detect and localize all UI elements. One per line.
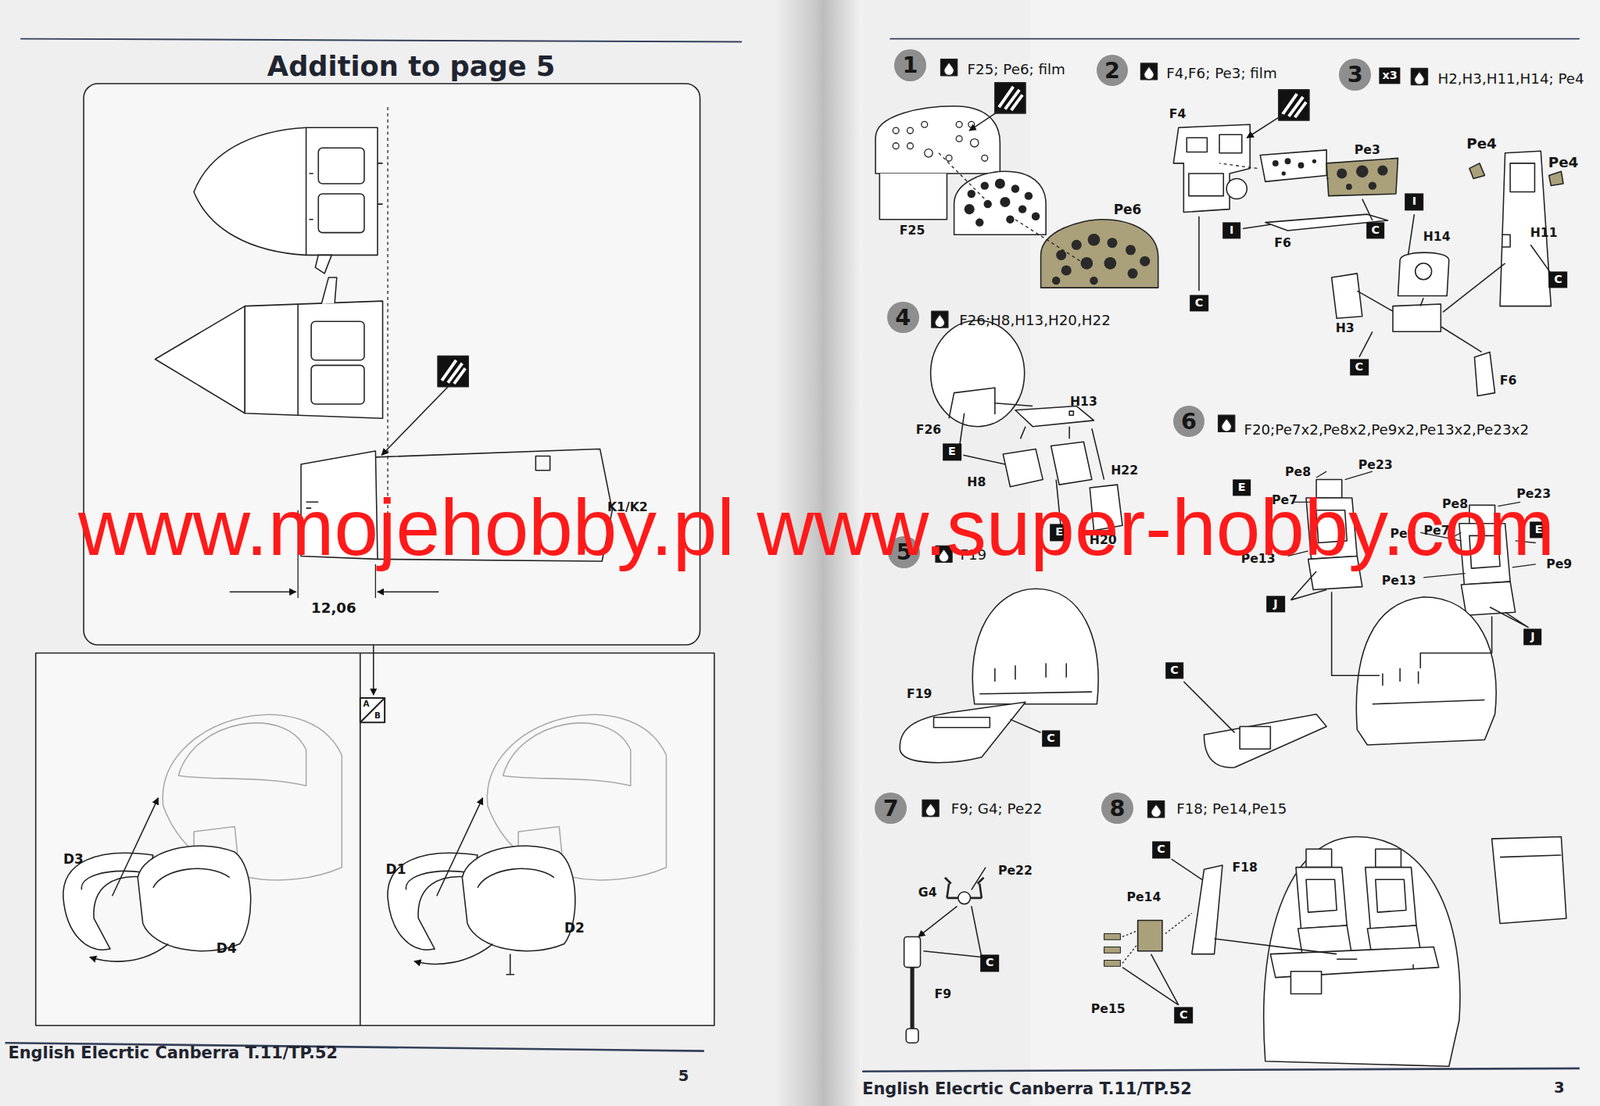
- glue-marker: C: [1349, 358, 1369, 376]
- glue-marker: C: [1041, 730, 1061, 748]
- glue-marker: I: [1222, 221, 1242, 239]
- step-number-text: 8: [1109, 797, 1126, 820]
- part-label: F6: [1274, 236, 1292, 250]
- glue-marker: C: [1189, 294, 1209, 312]
- part-label: H14: [1423, 229, 1451, 244]
- glue-marker: I: [1405, 193, 1425, 211]
- glue-marker: C: [1165, 662, 1185, 679]
- part-label: F6: [1499, 373, 1518, 387]
- glue-marker: C: [980, 955, 999, 972]
- part-label: Pe14: [1126, 890, 1161, 904]
- step-number-text: 4: [894, 306, 911, 330]
- glue-marker: C: [1549, 271, 1568, 288]
- part-label: Pe6: [1113, 201, 1142, 217]
- part-label: Pe13: [1381, 573, 1417, 588]
- step-number: 1: [894, 49, 926, 81]
- part-label: D1: [386, 862, 407, 877]
- step-number-text: 6: [1181, 410, 1197, 434]
- step-number: 7: [874, 792, 906, 824]
- page-heading: Addition to page 5: [267, 50, 555, 82]
- part-label: D3: [63, 851, 84, 867]
- glue-marker: x3: [1378, 67, 1400, 84]
- glue-marker: J: [1266, 595, 1286, 613]
- part-label: 12,06: [311, 600, 357, 616]
- part-label: F9: [934, 987, 952, 1001]
- part-label: H3: [1335, 322, 1355, 336]
- glue-marker: C: [1366, 221, 1386, 239]
- parts-list: F20;Pe7x2,Pe8x2,Pe9x2,Pe13x2,Pe23x2: [1243, 422, 1529, 438]
- step-number: 4: [887, 301, 919, 333]
- step-number-text: 1: [902, 53, 918, 77]
- part-label: Pe22: [998, 863, 1033, 877]
- part-label: G4: [918, 886, 938, 900]
- part-label: A: [363, 699, 370, 709]
- part-label: H22: [1110, 463, 1139, 477]
- part-label: H11: [1530, 225, 1558, 240]
- step-number: 8: [1101, 792, 1133, 824]
- part-label: H8: [966, 476, 986, 490]
- page-footer: 5: [678, 1068, 690, 1086]
- step-number-text: 3: [1347, 63, 1364, 86]
- parts-list: F9; G4; Pe22: [951, 801, 1043, 817]
- step-number-text: 7: [883, 797, 899, 820]
- part-label: Pe4: [1466, 136, 1497, 152]
- part-label: H13: [1070, 395, 1098, 409]
- part-label: F25: [899, 223, 925, 237]
- page-footer: English Elecrtic Canberra T.11/TP.52: [862, 1079, 1192, 1098]
- parts-list: F4,F6; Pe3; film: [1166, 65, 1278, 82]
- part-label: Pe3: [1354, 143, 1381, 157]
- part-label: D4: [216, 940, 237, 956]
- watermark: www.mojehobby.pl www.super-hobby.com: [78, 488, 1555, 569]
- page-footer: English Elecrtic Canberra T.11/TP.52: [7, 1044, 338, 1063]
- parts-list: F18; Pe14,Pe15: [1176, 801, 1287, 817]
- glue-marker: E: [942, 443, 962, 461]
- part-label: F18: [1231, 860, 1257, 874]
- glue-marker: C: [1174, 1006, 1194, 1024]
- part-label: F26: [916, 422, 942, 437]
- page-footer: 3: [1553, 1079, 1565, 1097]
- part-label: Pe15: [1091, 1002, 1126, 1016]
- part-label: Pe4: [1548, 154, 1579, 171]
- parts-list: F25; Pe6; film: [967, 61, 1066, 78]
- part-label: F19: [906, 687, 932, 701]
- glue-marker: C: [1152, 841, 1171, 859]
- part-label: D2: [564, 919, 585, 935]
- glue-marker: J: [1523, 628, 1543, 645]
- part-label: Pe8: [1285, 465, 1311, 480]
- part-label: F4: [1169, 107, 1187, 122]
- step-number-text: 2: [1104, 59, 1121, 83]
- part-label: B: [374, 712, 381, 721]
- part-label: Pe23: [1358, 458, 1393, 473]
- parts-list: H2,H3,H11,H14; Pe4: [1437, 70, 1584, 86]
- step-number: 3: [1338, 58, 1371, 90]
- parts-list: F26;H8,H13,H20,H22: [959, 312, 1111, 329]
